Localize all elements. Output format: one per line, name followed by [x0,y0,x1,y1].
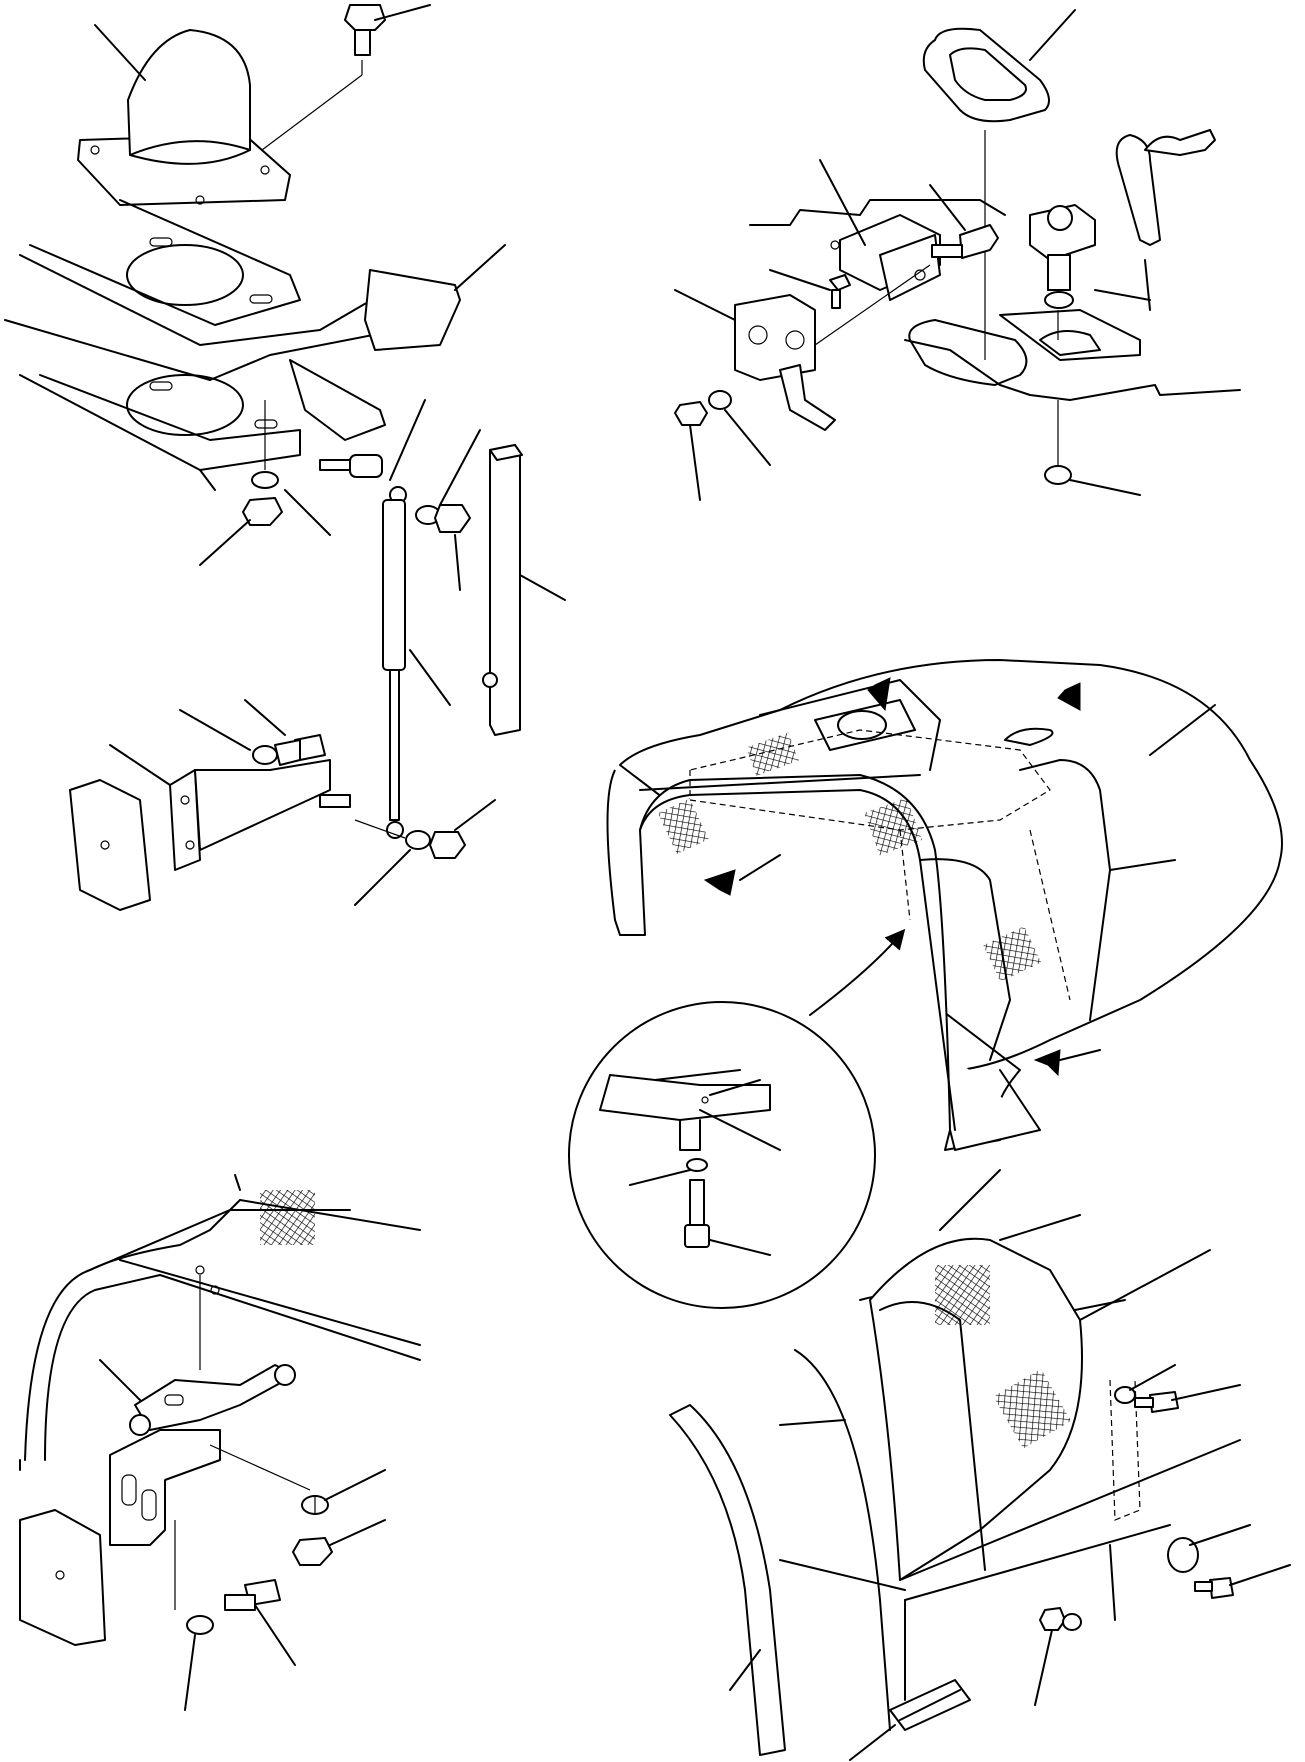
latch-block [674,264,931,431]
lock-cylinder [1029,204,1151,340]
ignition-keys [1115,129,1216,311]
air-intake-and-gas-spring-assembly [4,4,566,911]
hinge-fasteners [184,1469,386,1711]
latch-washers [674,390,771,501]
washer-and-nut [199,400,331,566]
hood-hinge-assembly [19,1174,421,1711]
detail-callout-circle [568,928,906,1309]
rubber-seal [849,1679,971,1761]
lock-and-key-assembly [674,9,1241,501]
gas-spring [319,399,451,839]
washer-and-nut-lower [354,799,496,906]
hood-surface-top [749,199,1241,401]
stay-rod [482,444,566,736]
washer-and-nut-upper [415,429,481,591]
hinge [99,1359,311,1610]
lock-bracket [769,159,999,309]
spring-bracket [69,699,351,911]
hex-bolt [261,4,431,151]
bottom-washer [1044,400,1141,496]
gasket-plates [4,199,506,491]
engine-hood-assembly [568,659,1283,1309]
hood-vent-patches [657,732,1042,982]
side-cover-fasteners [1034,1364,1291,1706]
intake-elbow [77,24,291,206]
side-cover-assembly [669,1169,1291,1761]
